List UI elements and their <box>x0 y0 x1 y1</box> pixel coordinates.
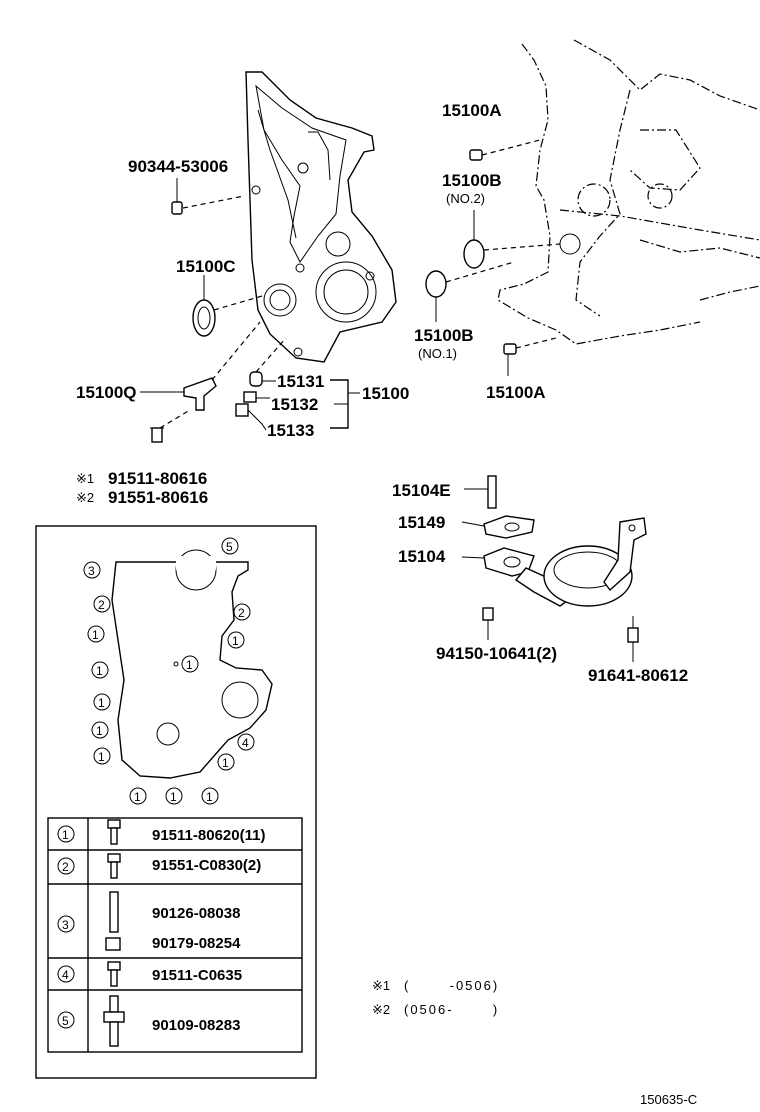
bolt-row-5: 5 90109-08283 <box>57 995 240 1047</box>
label-15149: 15149 <box>398 513 445 532</box>
note2-legend-text: (0506- ) <box>404 1002 499 1017</box>
relief-valve-parts <box>235 337 360 431</box>
svg-text:1: 1 <box>206 790 213 804</box>
marker-1h: 1 <box>217 753 235 771</box>
label-15100B-bottom: 15100B <box>414 326 474 345</box>
svg-text:2: 2 <box>238 606 245 620</box>
fitting-15100Q <box>140 321 261 411</box>
oil-strainer-parts <box>461 475 647 662</box>
marker-1j: 1 <box>165 787 183 805</box>
label-15100: 15100 <box>362 384 409 403</box>
label-15100A-top: 15100A <box>442 101 502 120</box>
marker-1f: 1 <box>91 721 109 739</box>
cover-outline-sketch <box>111 549 273 779</box>
svg-text:1: 1 <box>98 696 105 710</box>
bolt-part-90109-08283: 90109-08283 <box>152 1017 240 1034</box>
plug-90344 <box>171 178 245 215</box>
bolt-row-3: 3 90126-08038 90179-08254 <box>57 891 241 952</box>
label-15131: 15131 <box>277 372 324 391</box>
svg-text:5: 5 <box>226 540 233 554</box>
marker-1b: 1 <box>227 631 245 649</box>
svg-text:1: 1 <box>222 756 229 770</box>
svg-text:3: 3 <box>88 564 95 578</box>
label-15100A-bottom: 15100A <box>486 383 546 402</box>
marker-1a: 1 <box>87 625 105 643</box>
svg-text:1: 1 <box>232 634 239 648</box>
pin-15100A-top <box>469 139 541 161</box>
label-no2: (NO.2) <box>446 191 485 206</box>
bolt-row-4: 4 91511-C0635 <box>57 961 242 987</box>
note1-mark: ※1 <box>76 471 94 486</box>
bolt-row-2: 2 91551-C0830(2) <box>57 853 261 879</box>
bolt-part-91511-C0635: 91511-C0635 <box>152 967 242 984</box>
svg-text:1: 1 <box>134 790 141 804</box>
note2-mark: ※2 <box>76 490 94 505</box>
marker-5: 5 <box>221 537 239 555</box>
svg-text:2: 2 <box>62 860 69 874</box>
marker-1d: 1 <box>91 661 109 679</box>
footer-code: 150635-C <box>640 1092 697 1107</box>
marker-1k: 1 <box>201 787 219 805</box>
label-15104: 15104 <box>398 547 446 566</box>
marker-1e: 1 <box>93 693 111 711</box>
svg-text:1: 1 <box>92 628 99 642</box>
label-15132: 15132 <box>271 395 318 414</box>
label-15133: 15133 <box>267 421 314 440</box>
svg-text:1: 1 <box>98 750 105 764</box>
date-notes: ※1 ( -0506) ※2 (0506- ) <box>372 978 499 1017</box>
note1-legend-mark: ※1 <box>372 978 390 993</box>
label-91641-80612: 91641-80612 <box>588 666 688 685</box>
svg-text:1: 1 <box>170 790 177 804</box>
pin-15100A-bottom <box>503 337 557 376</box>
svg-text:4: 4 <box>242 736 249 750</box>
bolt-row-1: 1 91511-80620(11) <box>57 819 265 845</box>
label-no1: (NO.1) <box>418 346 457 361</box>
label-15100B-top: 15100B <box>442 171 502 190</box>
svg-text:1: 1 <box>96 664 103 678</box>
oring-15100B-no1 <box>425 261 515 322</box>
bolt-part-90126-08038: 90126-08038 <box>152 905 240 922</box>
svg-text:4: 4 <box>62 968 69 982</box>
bolt-part-91551-C0830: 91551-C0830(2) <box>152 857 261 874</box>
label-90344-53006: 90344-53006 <box>128 157 228 176</box>
bolt-table: 1 91511-80620(11) 2 91551-C0830(2) 3 901… <box>47 817 303 1053</box>
cover-markers: 5 3 2 2 1 1 1 1 1 1 1 4 1 1 1 1 <box>83 537 255 805</box>
oil-seal-15100C <box>192 275 263 337</box>
label-91551-80616: 91551-80616 <box>108 488 208 507</box>
timing-cover <box>245 71 397 363</box>
svg-text:5: 5 <box>62 1014 69 1028</box>
svg-text:1: 1 <box>186 658 193 672</box>
label-94150-10641: 94150-10641(2) <box>436 644 557 663</box>
bolt-part-90179-08254: 90179-08254 <box>152 935 241 952</box>
svg-text:1: 1 <box>62 828 69 842</box>
marker-1c: 1 <box>181 655 199 673</box>
label-15100Q: 15100Q <box>76 383 137 402</box>
marker-2a: 2 <box>93 595 111 613</box>
svg-text:3: 3 <box>62 918 69 932</box>
bolt-location-frame <box>35 525 317 1079</box>
label-15104E: 15104E <box>392 481 451 500</box>
oring-15100B-no2 <box>463 210 561 269</box>
note1-legend-text: ( -0506) <box>404 978 499 993</box>
marker-1i: 1 <box>129 787 147 805</box>
label-15100C: 15100C <box>176 257 236 276</box>
bolt-part-91511-80620: 91511-80620(11) <box>152 827 265 844</box>
marker-2b: 2 <box>233 603 251 621</box>
marker-4: 4 <box>237 733 255 751</box>
marker-3: 3 <box>83 561 101 579</box>
bolt-91511-80616 <box>150 409 191 443</box>
svg-text:1: 1 <box>96 724 103 738</box>
note2-legend-mark: ※2 <box>372 1002 390 1017</box>
marker-1g: 1 <box>93 747 111 765</box>
label-91511-80616: 91511-80616 <box>108 469 207 488</box>
engine-block-outline <box>497 39 760 345</box>
svg-text:2: 2 <box>98 598 105 612</box>
